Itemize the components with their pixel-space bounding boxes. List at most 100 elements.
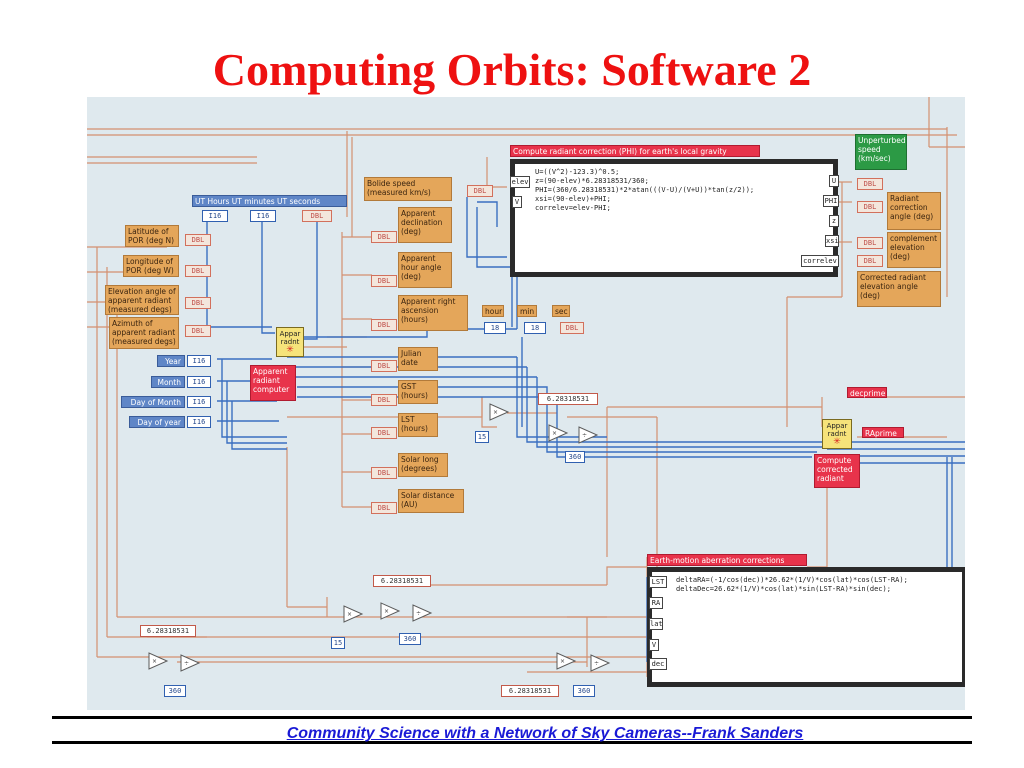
wire [536, 377, 822, 448]
two-pi-constant: 6.28318531 [538, 393, 598, 405]
wire [226, 381, 287, 444]
multiply-node [148, 652, 169, 670]
year-label: Year [157, 355, 185, 367]
ut-time-header: UT Hours UT minutes UT seconds [192, 195, 347, 207]
u-output-terminal: U [829, 175, 839, 187]
complement-elevation-indicator: complement elevation (deg) [887, 232, 941, 268]
azimuth-dbl-terminal: DBL [185, 325, 211, 337]
elevation-dbl-terminal: DBL [185, 297, 211, 309]
footer-rule-top [52, 716, 972, 719]
wire [466, 197, 507, 258]
compute-corrected-radiant-label: Compute corrected radiant [814, 454, 860, 488]
wire [277, 213, 318, 340]
phi-formula-header: Compute radiant correction (PHI) for ear… [510, 145, 760, 157]
lat-input-terminal: lat [649, 618, 663, 630]
elevation-angle-control-label: Elevation angle of apparent radiant (mea… [105, 285, 179, 315]
formula-line-1: deltaRA=(-1/cos(dec))*26.62*(1/V)*cos(la… [676, 576, 908, 584]
wire [261, 213, 275, 334]
divide-node [590, 654, 611, 672]
formula-line-3: PHI=(360/6.28318531)*2*atan(((V-U)/(V+U)… [535, 186, 755, 194]
star-icon: ✳ [286, 345, 294, 355]
day-of-month-terminal: I16 [187, 396, 211, 408]
divide-symbol: ÷ [582, 432, 587, 439]
julian-date-dbl-terminal: DBL [371, 360, 397, 372]
radiant-correction-indicator: Radiant correction angle (deg) [887, 192, 941, 230]
divide-symbol: ÷ [184, 660, 189, 667]
solar-long-indicator: Solar long (degrees) [398, 453, 448, 477]
min-terminal: 18 [524, 322, 546, 334]
wire [231, 401, 287, 450]
month-terminal: I16 [187, 376, 211, 388]
radiant-correction-dbl-terminal: DBL [857, 201, 883, 213]
z-output-terminal: z [829, 215, 839, 227]
slide-footer: Community Science with a Network of Sky … [286, 725, 804, 742]
multiply-node [380, 602, 401, 620]
month-label: Month [151, 376, 185, 388]
sec-terminal: DBL [560, 322, 584, 334]
gst-dbl-terminal: DBL [371, 394, 397, 406]
phi-output-terminal: PHI [823, 195, 839, 207]
solar-long-dbl-terminal: DBL [371, 467, 397, 479]
lst-dbl-terminal: DBL [371, 427, 397, 439]
corrected-elevation-indicator: Corrected radiant elevation angle (deg) [857, 271, 941, 307]
divide-symbol: ÷ [594, 660, 599, 667]
multiply-node [556, 652, 577, 670]
dec-input-terminal: dec [649, 658, 667, 670]
hour-indicator-label: hour [482, 305, 504, 317]
three-sixty-constant: 360 [565, 451, 585, 463]
ut-minutes-terminal: I16 [250, 210, 276, 222]
ut-hours-terminal: I16 [202, 210, 228, 222]
divide-node [180, 654, 201, 672]
raprime-label: RAprime [862, 427, 904, 438]
longitude-control-label: Longitude of POR (deg W) [123, 255, 179, 277]
wire [567, 616, 648, 677]
unperturbed-speed-indicator: Unperturbed speed (km/sec) [855, 134, 907, 170]
corrected-elevation-dbl-terminal: DBL [857, 255, 883, 267]
block-diagram-screenshot: × × ÷ × × ÷ × ÷ × ÷ Latitude of POR (deg… [87, 97, 965, 710]
slide-title: Computing Orbits: Software 2 [212, 44, 812, 95]
two-pi-constant-3: 6.28318531 [140, 625, 196, 637]
elev-input-terminal: elev [510, 176, 530, 188]
multiply-symbol: × [493, 409, 498, 416]
azimuth-control-label: Azimuth of apparent radiant (measured de… [109, 317, 179, 349]
decprime-label: decprime [847, 387, 887, 398]
divide-node [412, 604, 433, 622]
latitude-control-label: Latitude of POR (deg N) [125, 225, 179, 247]
min-indicator-label: min [517, 305, 537, 317]
year-terminal: I16 [187, 355, 211, 367]
day-of-month-label: Day of Month [121, 396, 185, 408]
xsi-output-terminal: xsi [825, 235, 839, 247]
day-of-year-label: Day of year [129, 416, 185, 428]
julian-date-indicator: Julian date [398, 347, 438, 371]
phi-formula-node: U=((V^2)-123.3)^0.5; z=(90-elev)*6.28318… [510, 159, 838, 277]
wire [526, 367, 827, 443]
wire [606, 566, 647, 585]
solar-distance-indicator: Solar distance (AU) [398, 489, 464, 513]
formula-line-5: correlev=elev-PHI; [535, 204, 611, 212]
star-icon: ✳ [833, 437, 841, 447]
ra-input-terminal: RA [649, 597, 663, 609]
aberration-formula-node: deltaRA=(-1/cos(dec))*26.62*(1/V)*cos(la… [647, 567, 965, 687]
correlev-output-terminal: correlev [801, 255, 839, 267]
apparent-radiant-computer-label: Apparent radiant computer [250, 365, 296, 401]
wire [221, 359, 287, 438]
formula-line-2: deltaDec=26.62*(1/V)*cos(lat)*sin(LST-RA… [676, 585, 891, 593]
formula-line-2: z=(90-elev)*6.28318531/360; [535, 177, 649, 185]
divide-symbol: ÷ [416, 610, 421, 617]
multiply-symbol: × [552, 430, 557, 437]
right-ascension-dbl-terminal: DBL [371, 319, 397, 331]
fifteen-constant: 15 [475, 431, 489, 443]
two-pi-constant-4: 6.28318531 [501, 685, 559, 697]
three-sixty-constant-2: 360 [399, 633, 421, 645]
multiply-symbol: × [560, 658, 565, 665]
aberration-formula-header: Earth-motion aberration corrections [647, 554, 807, 566]
lst-input-terminal: LST [649, 576, 667, 588]
apparent-radiant-subvi: Appar radnt✳ [276, 327, 304, 357]
declination-dbl-terminal: DBL [371, 231, 397, 243]
lst-indicator: LST (hours) [398, 413, 438, 437]
footer-rule-bottom [52, 741, 972, 744]
multiply-symbol: × [384, 608, 389, 615]
fifteen-constant-2: 15 [331, 637, 345, 649]
two-pi-constant-2: 6.28318531 [373, 575, 431, 587]
ut-seconds-terminal: DBL [302, 210, 332, 222]
